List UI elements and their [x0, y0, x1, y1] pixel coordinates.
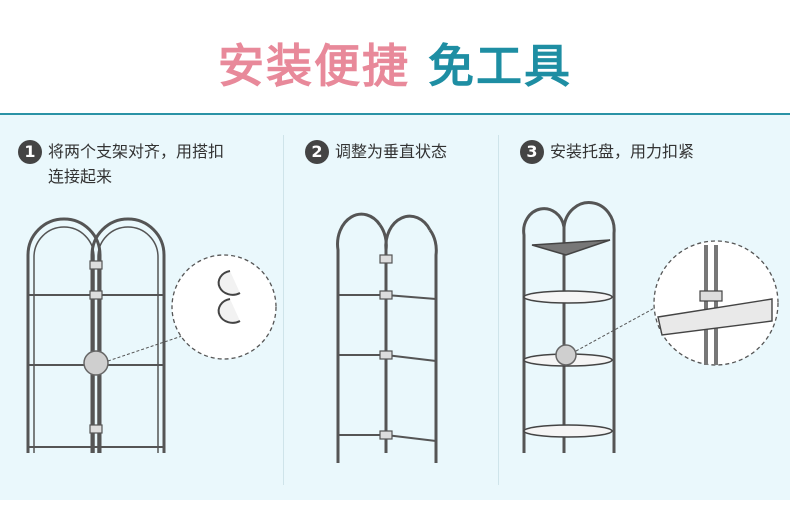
step-1: 1 将两个支架对齐，用搭扣 连接起来 — [18, 138, 224, 189]
title-part-2: 免工具 — [428, 39, 572, 93]
step-3: 3 安装托盘，用力扣紧 — [520, 138, 694, 164]
step-3-text-line-1: 安装托盘，用力扣紧 — [550, 142, 695, 161]
frames-joined-illustration — [26, 217, 277, 453]
step-2-text-line-1: 调整为垂直状态 — [335, 142, 448, 161]
step-1-text-line-2: 连接起来 — [48, 167, 113, 186]
column-divider-1 — [283, 135, 284, 485]
header-divider — [0, 113, 790, 115]
title-part-1: 安装便捷 — [218, 39, 410, 93]
header: 安装便捷免工具 — [0, 0, 790, 113]
vertical-frames-illustration — [336, 212, 438, 463]
footer-strip — [0, 500, 790, 528]
step-3-number-badge: 3 — [520, 139, 544, 164]
page-title: 安装便捷免工具 — [0, 36, 790, 96]
step-1-text-line-1: 将两个支架对齐，用搭扣 — [48, 142, 225, 161]
column-divider-2 — [498, 135, 499, 485]
step-1-number-badge: 1 — [18, 139, 42, 164]
step-2-number-badge: 2 — [305, 139, 329, 164]
step-2: 2 调整为垂直状态 — [305, 138, 447, 164]
rack-with-shelves-illustration — [522, 201, 779, 453]
